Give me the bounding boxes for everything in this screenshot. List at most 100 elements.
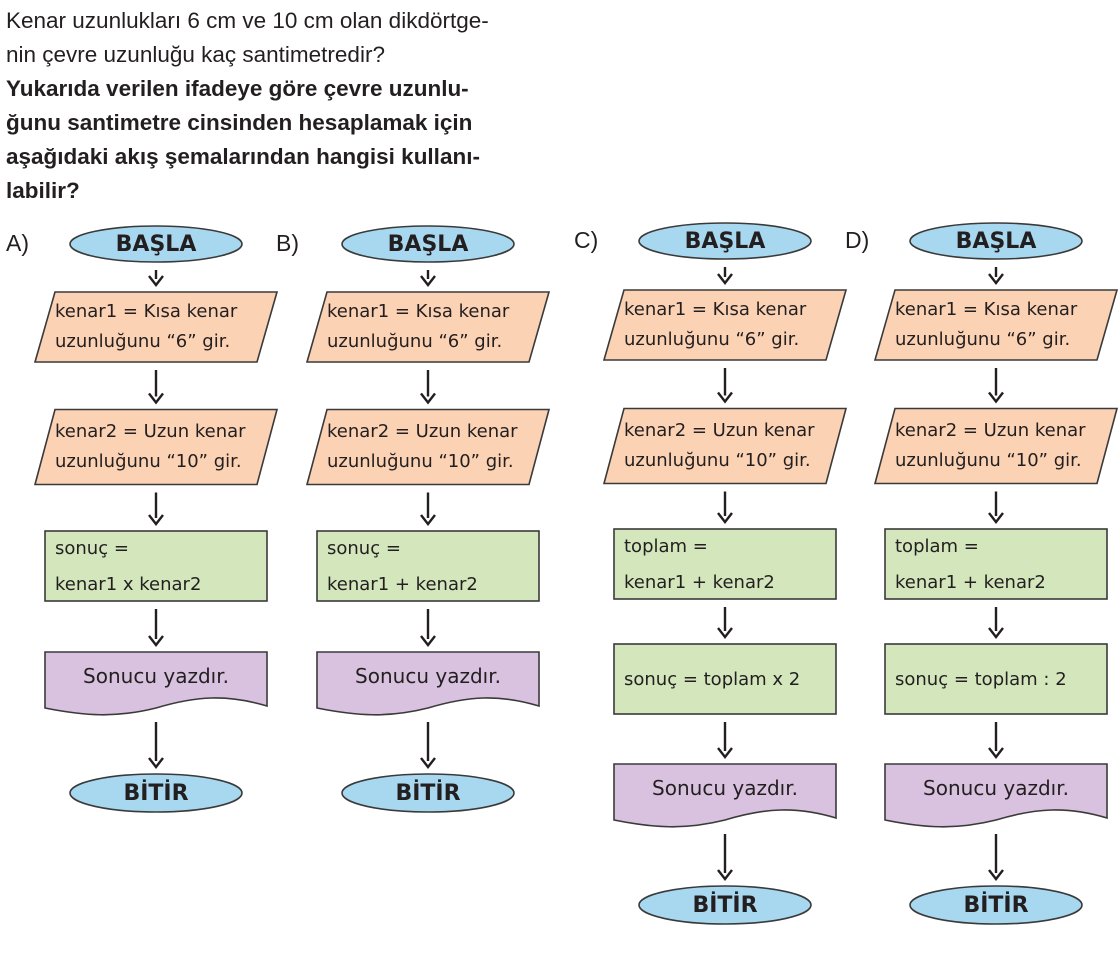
input-parallelogram (305, 291, 551, 363)
process-rect (44, 530, 268, 602)
end-node-line: BİTİR (123, 780, 189, 806)
input-node-line: kenar2 = Uzun kenar (327, 421, 518, 442)
terminal-oval (69, 225, 243, 263)
terminal-oval (638, 885, 812, 925)
flow-arrowhead (148, 514, 164, 526)
option-label: D) (845, 227, 870, 253)
end-node: BİTİR (910, 886, 1082, 924)
input-parallelogram (602, 407, 848, 485)
output-node: Sonucu yazdır. (885, 764, 1107, 812)
flow-arrowhead (420, 392, 436, 405)
end-node-line: BİTİR (692, 892, 758, 918)
flow-arrowhead (988, 391, 1004, 404)
flow-arrowhead (988, 869, 1004, 881)
process-rect (884, 643, 1108, 715)
end-node: BİTİR (342, 774, 514, 812)
question-bold-line: aşağıdaki akış şemalarından hangisi kull… (6, 144, 480, 169)
process-rect (613, 643, 837, 715)
flow-arrowhead (988, 627, 1004, 639)
input-parallelogram (873, 407, 1119, 485)
output-node-line: Sonucu yazdır. (83, 664, 229, 688)
input-node-line: uzunluğunu “6” gir. (895, 329, 1071, 350)
flow-arrowhead (420, 514, 436, 526)
question-line: nin çevre uzunluğu kaç santimetredir? (6, 42, 385, 67)
terminal-oval (638, 222, 812, 260)
input-node-line: uzunluğunu “10” gir. (55, 451, 242, 472)
flow-arrowhead (420, 757, 436, 769)
input-node: kenar2 = Uzun kenar uzunluğunu “10” gir. (614, 409, 846, 484)
input-node-line: uzunluğunu “6” gir. (624, 329, 800, 350)
process-node-line: kenar1 + kenar2 (895, 571, 1046, 593)
input-node-line: kenar1 = Kısa kenar (895, 299, 1078, 320)
process-node-line: sonuç = toplam : 2 (895, 668, 1067, 690)
process-node-line: kenar1 x kenar2 (55, 573, 202, 595)
process-node: toplam = kenar1 + kenar2 (885, 529, 1117, 599)
output-node: Sonucu yazdır. (614, 764, 836, 812)
terminal-oval (341, 225, 515, 263)
end-node-line: BİTİR (395, 780, 461, 806)
process-node-line: sonuç = toplam x 2 (624, 668, 801, 690)
end-node-line: BİTİR (963, 892, 1029, 918)
question-line: Kenar uzunlukları 6 cm ve 10 cm olan dik… (6, 8, 489, 33)
input-node-line: kenar2 = Uzun kenar (624, 420, 815, 441)
process-node: sonuç =kenar1 + kenar2 (317, 531, 549, 601)
flow-arrowhead (717, 747, 733, 759)
start-node-line: BAŞLA (115, 231, 197, 257)
question-bold-text: Yukarıda verilen ifadeye göre çevre uzun… (6, 72, 554, 208)
input-node-line: uzunluğunu “10” gir. (624, 450, 811, 471)
input-parallelogram (33, 408, 279, 486)
output-document (316, 651, 540, 716)
start-node: BAŞLA (639, 223, 811, 259)
process-node: sonuç = kenar1 x kenar2 (45, 531, 277, 601)
flow-arrowhead (148, 392, 164, 405)
process-node: sonuç = toplam : 2 (885, 644, 1117, 714)
process-node-line: sonuç = (327, 537, 401, 559)
start-node: BAŞLA (910, 223, 1082, 259)
end-node: BİTİR (70, 774, 242, 812)
option-label: A) (6, 230, 29, 256)
input-node: kenar1 = Kısa kenar uzunluğunu “6” gir. (885, 290, 1117, 360)
question-bold-line: labilir? (6, 178, 80, 203)
terminal-oval (341, 773, 515, 813)
input-node-line: kenar2 = Uzun kenar (895, 420, 1086, 441)
question-bold-line: ğunu santimetre cinsinden hesaplamak içi… (6, 110, 473, 135)
input-node-line: uzunluğunu “10” gir. (895, 450, 1082, 471)
process-rect (613, 528, 837, 600)
flow-arrowhead (420, 275, 436, 287)
input-node-line: uzunluğunu “6” gir. (327, 331, 503, 352)
input-node-line: kenar1 = Kısa kenar (55, 301, 238, 322)
option-label: C) (574, 227, 599, 253)
output-node-line: Sonucu yazdır. (923, 776, 1069, 800)
output-document (44, 651, 268, 716)
start-node-line: BAŞLA (684, 228, 766, 254)
input-node: kenar2 = Uzun kenar uzunluğunu “10” gir. (885, 409, 1117, 484)
input-node-line: uzunluğunu “6” gir. (55, 331, 231, 352)
question-text: Kenar uzunlukları 6 cm ve 10 cm olan dik… (6, 4, 554, 208)
flow-arrowhead (988, 512, 1004, 524)
process-node-line: sonuç = (55, 537, 129, 559)
flow-arrowhead (717, 273, 733, 285)
flow-arrowhead (420, 635, 436, 647)
start-node: BAŞLA (342, 226, 514, 262)
start-node: BAŞLA (70, 226, 242, 262)
flow-arrowhead (988, 273, 1004, 285)
start-node-line: BAŞLA (387, 231, 469, 257)
flow-arrowhead (717, 512, 733, 524)
terminal-oval (909, 222, 1083, 260)
flow-arrowhead (148, 635, 164, 647)
start-node-line: BAŞLA (955, 228, 1037, 254)
terminal-oval (909, 885, 1083, 925)
flow-arrowhead (988, 747, 1004, 759)
terminal-oval (69, 773, 243, 813)
flow-arrowhead (717, 869, 733, 881)
input-parallelogram (602, 289, 848, 361)
process-node-line: toplam = (895, 535, 979, 557)
input-parallelogram (33, 291, 279, 363)
output-node: Sonucu yazdır. (45, 652, 267, 700)
end-node: BİTİR (639, 886, 811, 924)
process-node-line: toplam = (624, 535, 708, 557)
input-node-line: kenar1 = Kısa kenar (327, 301, 510, 322)
